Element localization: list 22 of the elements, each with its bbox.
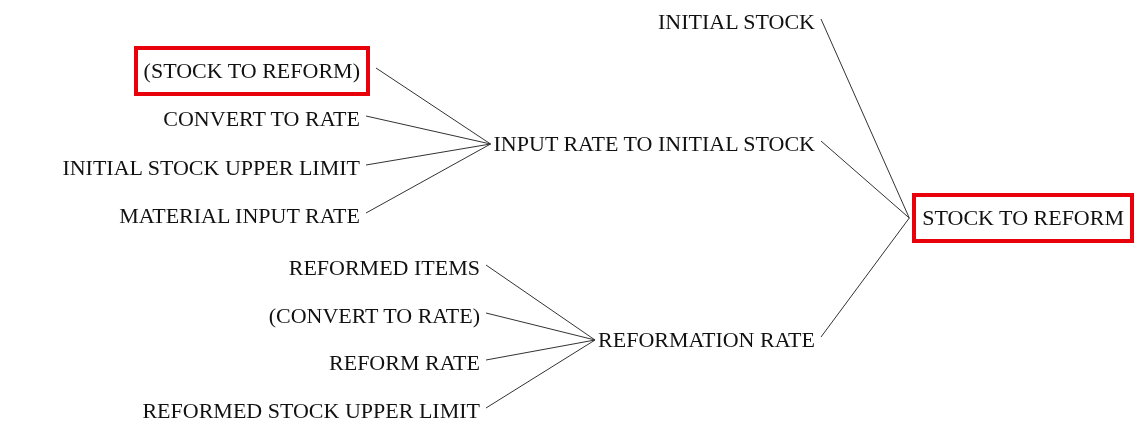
connector-line <box>485 312 596 341</box>
connector-line <box>820 18 910 219</box>
connector-line <box>820 217 910 338</box>
variable-label: INITIAL STOCK UPPER LIMIT <box>62 155 360 181</box>
variable-label: INPUT RATE TO INITIAL STOCK <box>493 131 815 157</box>
variable-label: REFORMATION RATE <box>598 327 815 353</box>
variable-label: REFORMED STOCK UPPER LIMIT <box>142 398 480 424</box>
connector-line <box>485 339 596 409</box>
variable-label: INITIAL STOCK <box>657 9 815 35</box>
highlighted-variable-box: (STOCK TO REFORM) <box>133 46 370 96</box>
variable-label: MATERIAL INPUT RATE <box>119 203 360 229</box>
variable-label: CONVERT TO RATE <box>163 106 360 132</box>
variable-label: REFORMED ITEMS <box>288 255 480 281</box>
connector-line <box>485 339 596 361</box>
variable-label: REFORM RATE <box>329 350 480 376</box>
connector-line <box>485 264 596 341</box>
connector-line <box>365 115 492 145</box>
connector-line <box>365 143 492 214</box>
connector-line <box>375 67 492 145</box>
variable-label: (CONVERT TO RATE) <box>268 303 480 329</box>
highlighted-variable-box: STOCK TO REFORM <box>912 193 1134 243</box>
connector-line <box>820 140 910 219</box>
